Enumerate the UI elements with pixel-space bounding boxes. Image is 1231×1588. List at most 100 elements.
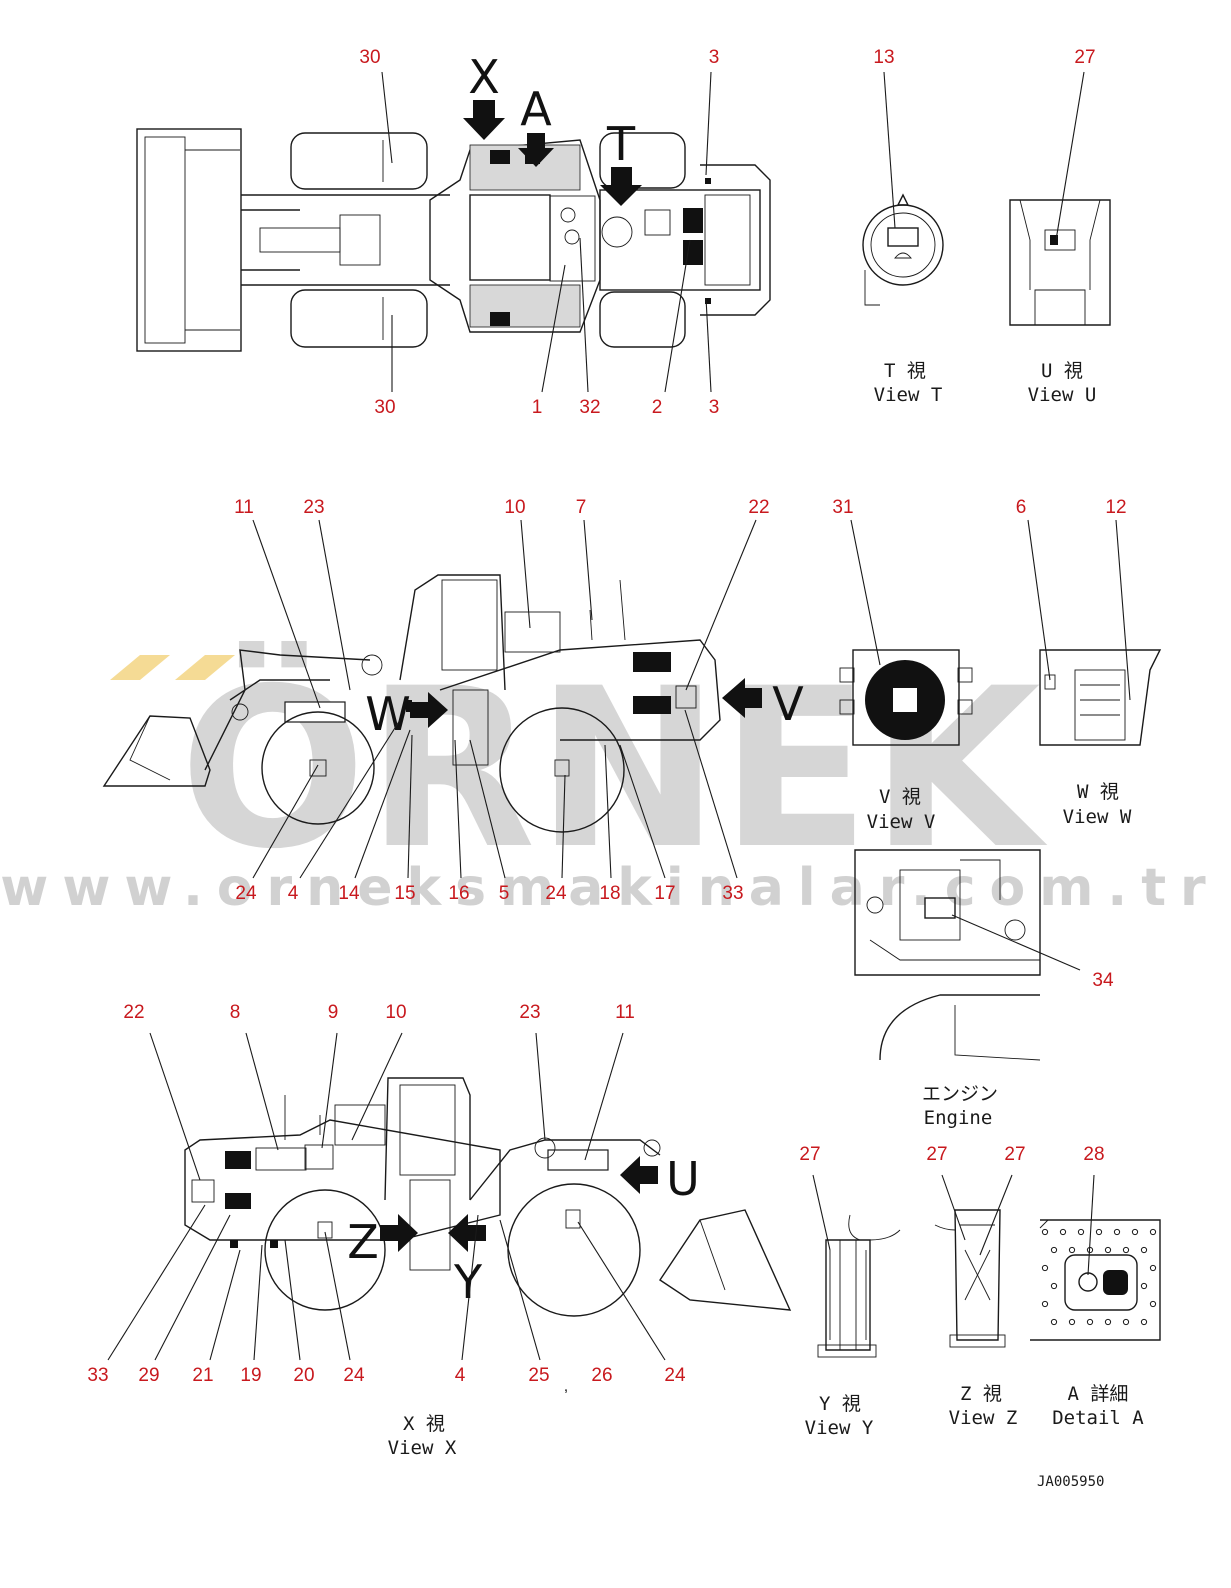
watermark: ÖRNEK www.orneksmakinalar.com.tr (0, 641, 1205, 918)
callout-10-x: 10 (385, 1002, 406, 1023)
callout-34: 34 (1092, 970, 1114, 991)
view-x-caption-jp: X 視 (403, 1413, 445, 1435)
view-v: 31 V 視 View V (832, 497, 973, 833)
arrow-v-icon (722, 678, 762, 718)
arrow-x-icon (463, 100, 505, 140)
callout-3-bottom: 3 (709, 397, 720, 418)
rivet-dot (1077, 1228, 1085, 1236)
callout-10-side: 10 (504, 497, 525, 518)
view-u-caption-en: View U (1028, 384, 1097, 406)
engine-view: 34 エンジン Engine (854, 849, 1114, 1129)
callout-27-view-z-b: 27 (1004, 1144, 1025, 1165)
rivet-dot (1068, 1246, 1076, 1254)
arrow-w-label: W (365, 687, 410, 741)
arrow-y-label: Y (453, 1255, 483, 1309)
callout-13: 13 (873, 47, 894, 68)
callout-4-x: 4 (455, 1365, 466, 1386)
callout-5: 5 (499, 883, 510, 904)
callout-14: 14 (338, 883, 360, 904)
callout-20: 20 (293, 1365, 314, 1386)
side-view-right-callouts: 11 23 10 7 22 24 4 14 15 16 5 24 18 17 3… (234, 497, 769, 904)
view-w-caption-jp: W 視 (1077, 781, 1119, 803)
callout-24-side-a: 24 (235, 883, 257, 904)
view-w: 6 12 W 視 View W (1016, 497, 1162, 828)
rivet-dot (1149, 1264, 1157, 1272)
rivet-dot (1095, 1228, 1103, 1236)
detail-a-caption-en: Detail A (1052, 1407, 1144, 1429)
rivet-dot (1149, 1228, 1157, 1236)
callout-11-x: 11 (615, 1002, 635, 1023)
rivet-dot (1050, 1318, 1058, 1326)
callout-16: 16 (448, 883, 469, 904)
view-y-caption-en: View Y (805, 1417, 874, 1439)
view-x-callouts: 22 8 9 10 23 11 33 29 21 19 20 24 4 25 ,… (87, 1002, 686, 1459)
view-v-caption-en: View V (867, 811, 936, 833)
callout-27-view-z-a: 27 (926, 1144, 947, 1165)
rivet-dot (1149, 1300, 1157, 1308)
arrow-x-label: X (468, 50, 500, 104)
rivet-dot (1041, 1300, 1049, 1308)
rivet-dot (1050, 1282, 1058, 1290)
side-view-right-leaders (252, 519, 757, 879)
rivet-dot (1059, 1228, 1067, 1236)
view-x-caption-en: View X (388, 1437, 457, 1459)
callout-separator-comma: , (564, 1378, 568, 1395)
callout-24-x-a: 24 (343, 1365, 365, 1386)
rivet-dot (1122, 1318, 1130, 1326)
detail-a: 28 A 詳細 Detail A (1030, 1144, 1161, 1429)
arrow-z-label: Z (347, 1215, 379, 1269)
view-y: 27 Y 視 View Y (799, 1144, 901, 1439)
view-t-caption-en: View T (874, 384, 943, 406)
rivet-dot (1104, 1246, 1112, 1254)
rivet-dot (1122, 1246, 1130, 1254)
callout-33-x: 33 (87, 1365, 108, 1386)
callout-22-side: 22 (748, 497, 769, 518)
view-v-caption-jp: V 視 (879, 786, 921, 808)
callout-7: 7 (576, 497, 587, 518)
callout-25: 25 (528, 1365, 549, 1386)
view-z-caption-jp: Z 視 (960, 1383, 1002, 1405)
callout-19: 19 (240, 1365, 261, 1386)
callout-32: 32 (579, 397, 600, 418)
view-u: 27 U 視 View U (1009, 47, 1111, 406)
side-view-right-arrows: W V (365, 677, 804, 741)
arrow-z-icon (380, 1214, 418, 1252)
callout-24-x-b: 24 (664, 1365, 686, 1386)
detail-a-caption-jp: A 詳細 (1068, 1383, 1129, 1405)
callout-28: 28 (1083, 1144, 1104, 1165)
callout-29: 29 (138, 1365, 159, 1386)
callout-9: 9 (328, 1002, 339, 1023)
view-z-caption-en: View Z (949, 1407, 1018, 1429)
callout-31: 31 (832, 497, 853, 518)
rivet-dot (1068, 1318, 1076, 1326)
callout-27-view-y: 27 (799, 1144, 820, 1165)
callout-23-side: 23 (303, 497, 324, 518)
top-view-callouts: 30 3 30 1 32 2 3 (359, 47, 719, 418)
callout-4-side: 4 (288, 883, 299, 904)
rivet-dot (1140, 1282, 1148, 1290)
top-view-drawing (136, 128, 771, 352)
view-w-caption-en: View W (1063, 806, 1132, 828)
arrow-u-label: U (666, 1152, 700, 1206)
callout-11-side: 11 (234, 497, 254, 518)
side-view-right-drawing (102, 574, 721, 833)
rivet-dot (1131, 1228, 1139, 1236)
rivet-dot (1104, 1318, 1112, 1326)
drawing-number: JA005950 (1037, 1474, 1104, 1490)
callout-18: 18 (599, 883, 620, 904)
callout-27-view-u: 27 (1074, 47, 1095, 68)
rivet-dot (1041, 1228, 1049, 1236)
view-t-caption-jp: T 視 (884, 360, 926, 382)
rivet-dot (1050, 1246, 1058, 1254)
callout-6: 6 (1016, 497, 1027, 518)
callout-24-side-b: 24 (545, 883, 567, 904)
top-view-arrows: X A T (463, 50, 642, 206)
callout-21: 21 (192, 1365, 213, 1386)
view-y-caption-jp: Y 視 (819, 1393, 861, 1415)
callout-1: 1 (532, 397, 543, 418)
callout-30-bottom: 30 (374, 397, 395, 418)
callout-26: 26 (591, 1365, 612, 1386)
arrow-a-icon (518, 133, 554, 167)
